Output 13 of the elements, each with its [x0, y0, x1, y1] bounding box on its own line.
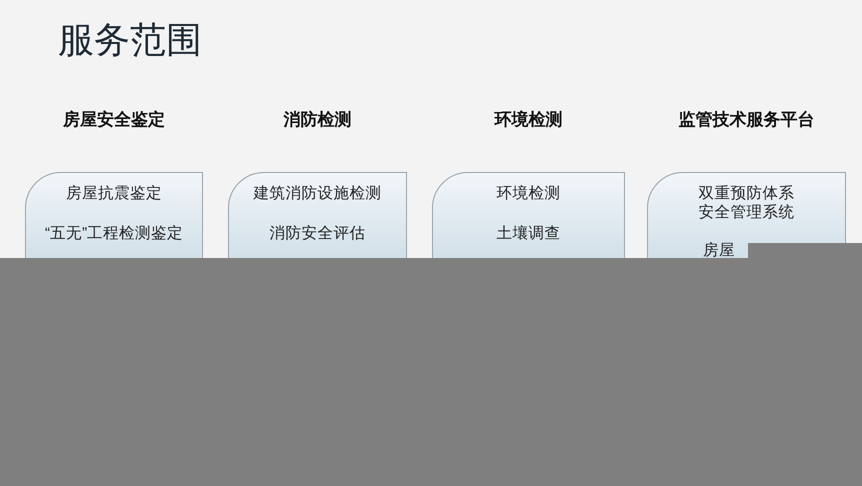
- service-item: 双重预防体系安全管理系统: [698, 184, 796, 222]
- column-heading: 消防检测: [282, 109, 352, 131]
- title: 服务范围: [58, 18, 202, 62]
- service-item: 建筑消防设施检测: [252, 184, 382, 203]
- column-heading: 环境检测: [493, 109, 564, 131]
- service-item: 环境检测: [496, 184, 562, 203]
- service-item: 房屋: [703, 242, 735, 259]
- column-heading: 房屋安全鉴定: [62, 109, 166, 131]
- service-item: 房屋抗震鉴定: [65, 184, 163, 203]
- column-heading: 监管技术服务平台: [678, 109, 816, 131]
- service-item: 土壤调查: [496, 224, 562, 243]
- service-item: “五无”工程检测鉴定: [44, 224, 184, 243]
- service-item: 消防安全评估: [268, 224, 366, 243]
